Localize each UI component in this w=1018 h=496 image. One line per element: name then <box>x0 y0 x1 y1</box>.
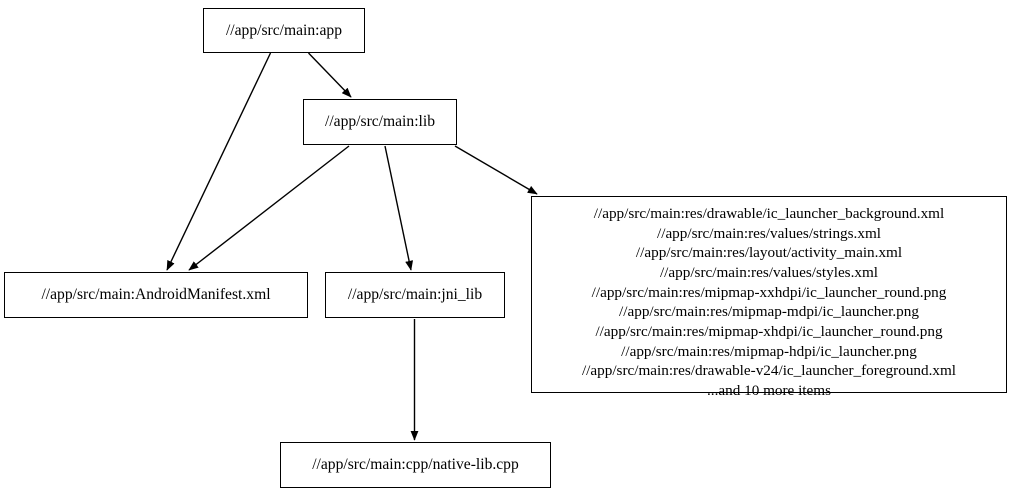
graph-node-jni-lib-label: //app/src/main:jni_lib <box>347 286 483 304</box>
graph-node-lib[interactable]: //app/src/main:lib <box>303 99 457 145</box>
resource-item: //app/src/main:res/mipmap-xhdpi/ic_launc… <box>595 322 943 340</box>
edge-app-to-manifest <box>166 52 272 271</box>
resource-item: //app/src/main:res/mipmap-hdpi/ic_launch… <box>621 342 917 360</box>
graph-node-jni-lib[interactable]: //app/src/main:jni_lib <box>325 272 505 318</box>
resource-item: //app/src/main:res/values/strings.xml <box>657 224 881 242</box>
resource-item: //app/src/main:res/mipmap-xxhdpi/ic_laun… <box>591 283 947 301</box>
graph-node-native-lib-cpp-label: //app/src/main:cpp/native-lib.cpp <box>312 456 519 474</box>
resource-item: //app/src/main:res/drawable/ic_launcher_… <box>593 205 945 222</box>
edge-lib-to-jni-lib <box>384 145 414 271</box>
edge-app-to-lib <box>307 52 352 98</box>
graph-node-native-lib-cpp[interactable]: //app/src/main:cpp/native-lib.cpp <box>280 442 551 488</box>
graph-node-app[interactable]: //app/src/main:app <box>203 8 365 53</box>
resource-item: //app/src/main:res/drawable-v24/ic_launc… <box>581 362 957 380</box>
resource-item: //app/src/main:res/layout/activity_main.… <box>635 244 903 262</box>
resource-overflow-label: ...and 10 more items <box>706 381 831 399</box>
graph-node-resources-cluster[interactable]: //app/src/main:res/drawable/ic_launcher_… <box>531 196 1007 399</box>
resource-item: //app/src/main:res/values/styles.xml <box>659 263 879 281</box>
graph-node-android-manifest[interactable]: //app/src/main:AndroidManifest.xml <box>4 272 308 318</box>
edge-lib-to-resources <box>454 145 538 195</box>
edge-lib-to-manifest <box>188 145 350 271</box>
resource-item: //app/src/main:res/mipmap-mdpi/ic_launch… <box>619 303 919 321</box>
graph-node-app-label: //app/src/main:app <box>225 21 343 39</box>
graph-node-android-manifest-label: //app/src/main:AndroidManifest.xml <box>41 286 271 304</box>
graph-node-lib-label: //app/src/main:lib <box>324 113 435 131</box>
